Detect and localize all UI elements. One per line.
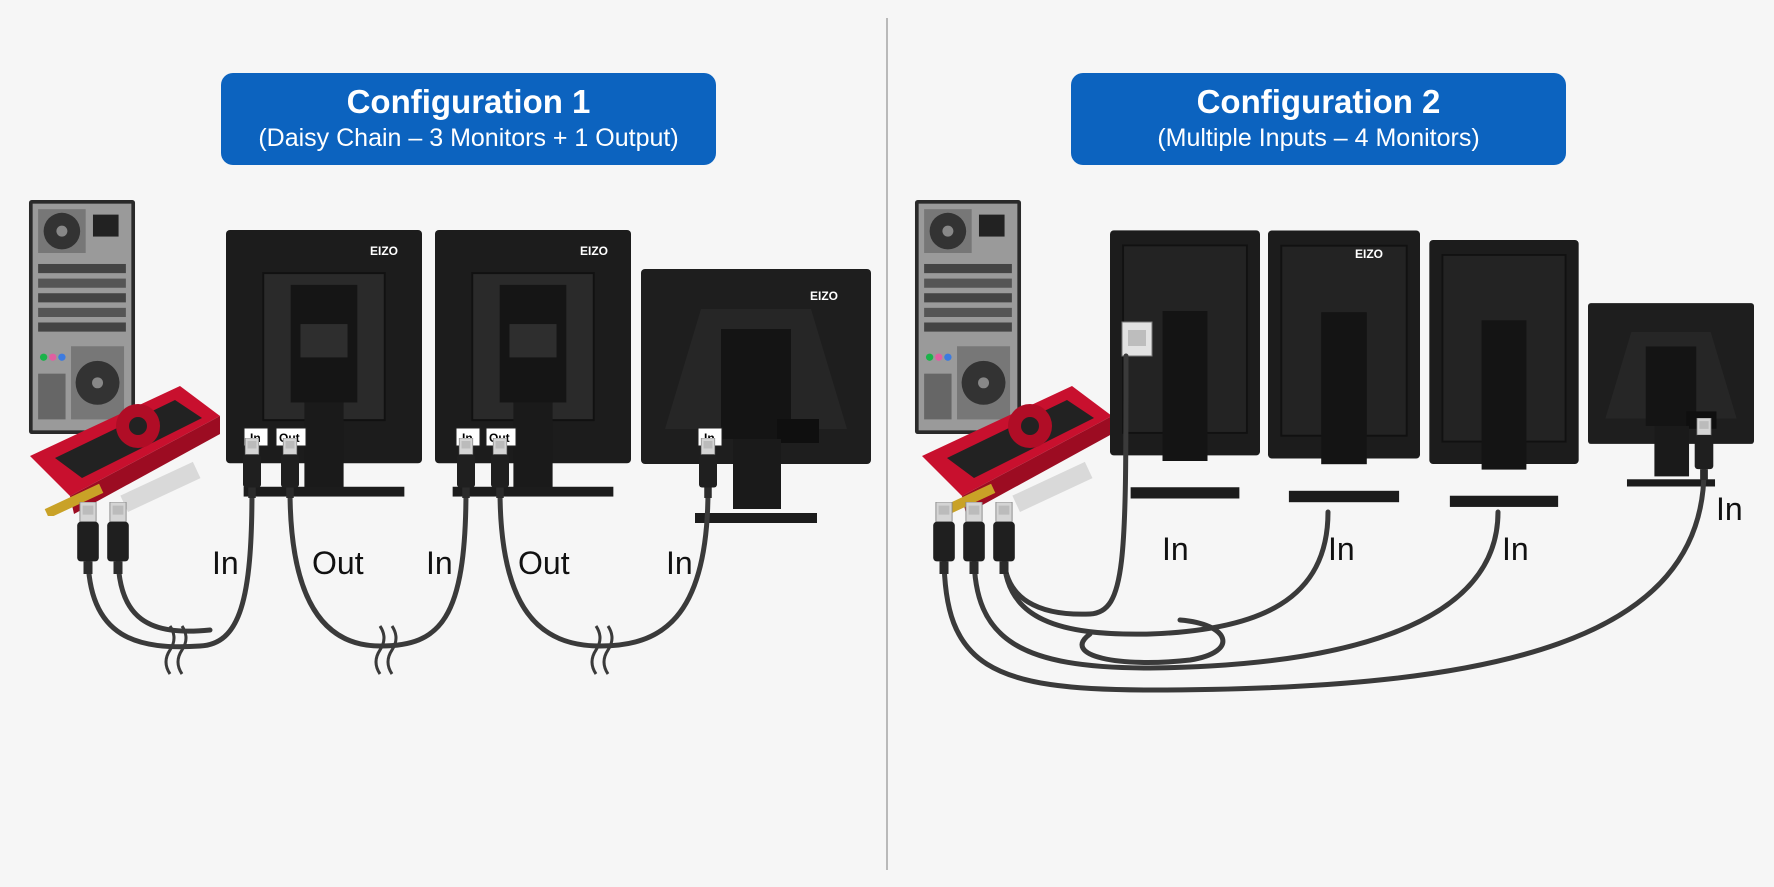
svg-text:In: In bbox=[1716, 491, 1743, 527]
svg-text:In: In bbox=[426, 545, 453, 581]
svg-text:In: In bbox=[1328, 531, 1355, 567]
monitor-back-icon bbox=[1268, 229, 1420, 504]
monitor-back-icon bbox=[1110, 229, 1260, 500]
svg-text:In: In bbox=[666, 545, 693, 581]
svg-text:Out: Out bbox=[518, 545, 570, 581]
pc-tower-icon bbox=[914, 200, 1022, 434]
cables-config-2 bbox=[941, 353, 1707, 693]
config-2-title: Configuration 2 bbox=[1196, 83, 1441, 120]
config-2-banner: Configuration 2 (Multiple Inputs – 4 Mon… bbox=[1071, 73, 1566, 165]
pc-tower-icon bbox=[28, 200, 136, 434]
panel-divider bbox=[886, 18, 888, 870]
svg-text:In: In bbox=[1502, 531, 1529, 567]
svg-text:EIZO: EIZO bbox=[580, 244, 608, 258]
config-1-subtitle: (Daisy Chain – 3 Monitors + 1 Output) bbox=[258, 124, 679, 152]
monitor-back-icon bbox=[641, 269, 871, 523]
cable-break-marks bbox=[164, 625, 614, 675]
dvi-connector-icon bbox=[1121, 321, 1153, 357]
monitor-back-icon bbox=[1428, 240, 1580, 508]
config-1-banner: Configuration 1 (Daisy Chain – 3 Monitor… bbox=[221, 73, 716, 165]
svg-text:In: In bbox=[212, 545, 239, 581]
config-2-subtitle: (Multiple Inputs – 4 Monitors) bbox=[1157, 124, 1480, 152]
brand-logo: EIZO EIZO EIZO bbox=[370, 244, 838, 303]
svg-text:In: In bbox=[1162, 531, 1189, 567]
svg-text:EIZO: EIZO bbox=[810, 289, 838, 303]
brand-logo: EIZO bbox=[1355, 247, 1383, 261]
svg-text:EIZO: EIZO bbox=[370, 244, 398, 258]
cables-config-1 bbox=[85, 487, 711, 650]
monitor-back-icon bbox=[1588, 303, 1754, 487]
config-1-title: Configuration 1 bbox=[346, 83, 591, 120]
svg-text:Out: Out bbox=[312, 545, 364, 581]
cable-labels-config-1: In Out In Out In bbox=[212, 545, 693, 581]
cable-labels-config-2: In In In In bbox=[1162, 491, 1743, 567]
